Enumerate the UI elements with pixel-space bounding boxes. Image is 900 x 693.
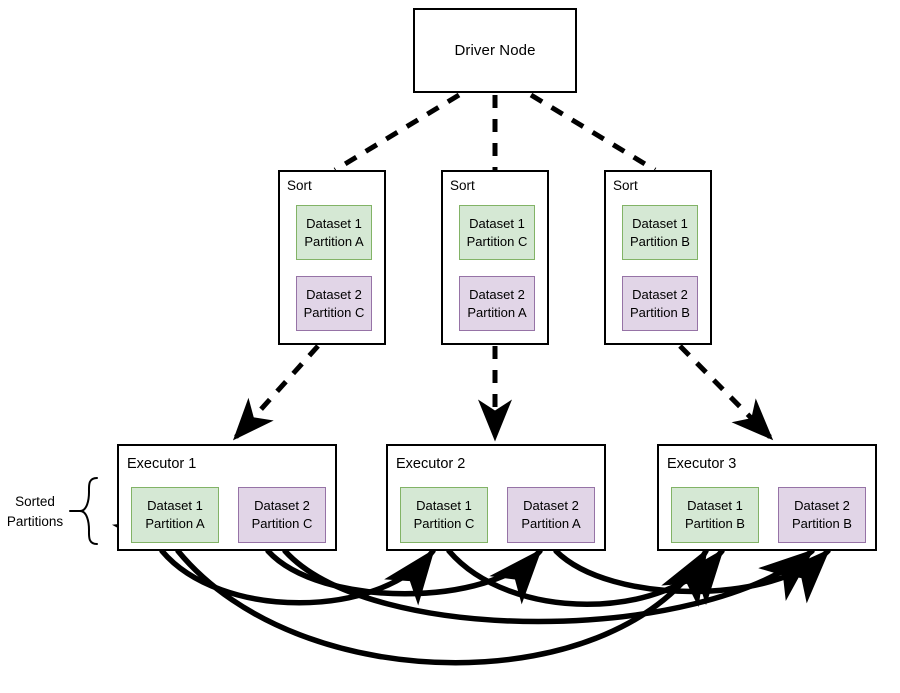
shuffle-curve-3 — [216, 497, 543, 605]
sort-node-1[interactable]: Sort Dataset 1 Partition A Dataset 2 Par… — [278, 170, 386, 345]
dataset-name: Dataset 2 — [306, 286, 362, 302]
shuffle-curve-2 — [128, 497, 709, 666]
partition-name: Partition B — [685, 516, 745, 531]
dataset-name: Dataset 2 — [523, 498, 579, 514]
partition-name: Partition B — [630, 233, 690, 249]
sorted-partitions-brace — [69, 477, 98, 545]
executor-node-1-partition-1[interactable]: Dataset 1 Partition A — [131, 487, 219, 543]
dataset-name: Dataset 2 — [254, 498, 310, 514]
sort-node-2[interactable]: Sort Dataset 1 Partition C Dataset 2 Par… — [441, 170, 549, 345]
sort-to-executor-edges — [232, 344, 774, 442]
partition-name: Partition C — [303, 304, 365, 320]
sort-node-1-title: Sort — [287, 178, 312, 193]
partition-name: Partition B — [792, 516, 852, 531]
sort-node-1-partition-2[interactable]: Dataset 2 Partition C — [296, 276, 372, 331]
dataset-name: Dataset 1 — [147, 498, 203, 514]
executor-node-3-title: Executor 3 — [667, 456, 737, 472]
shuffle-curve-4 — [233, 497, 815, 625]
sort-node-3[interactable]: Sort Dataset 1 Partition B Dataset 2 Par… — [604, 170, 712, 345]
partition-name: Partition A — [467, 304, 527, 320]
sort-node-2-partition-1[interactable]: Dataset 1 Partition C — [459, 205, 535, 260]
executor-node-2-title: Executor 2 — [396, 456, 466, 472]
dataset-name: Dataset 2 — [632, 286, 688, 302]
partition-name: Partition A — [304, 233, 364, 249]
shuffle-curve-edges — [111, 497, 831, 666]
driver-to-sort-edge-1 — [333, 92, 461, 173]
executor-node-2[interactable]: Executor 2 Dataset 1 Partition C Dataset… — [386, 444, 606, 551]
shuffle-curve-6 — [503, 498, 831, 604]
executor-node-2-partition-1[interactable]: Dataset 1 Partition C — [400, 487, 488, 543]
driver-to-sort-edges — [333, 92, 657, 173]
sort-to-executor-edge-1 — [232, 344, 320, 441]
sorted-partitions-label: Sorted Partitions — [6, 494, 64, 530]
driver-node-label: Driver Node — [454, 42, 536, 59]
partition-name: Partition C — [251, 516, 313, 531]
sort-node-2-title: Sort — [450, 178, 475, 193]
sort-node-3-partition-1[interactable]: Dataset 1 Partition B — [622, 205, 698, 260]
executor-node-3[interactable]: Executor 3 Dataset 1 Partition B Dataset… — [657, 444, 877, 551]
dataset-name: Dataset 1 — [306, 215, 362, 231]
dataset-name: Dataset 1 — [469, 215, 525, 231]
shuffle-curve-5 — [398, 497, 725, 607]
executor-node-2-partition-2[interactable]: Dataset 2 Partition A — [507, 487, 595, 543]
executor-node-1-partition-2[interactable]: Dataset 2 Partition C — [238, 487, 326, 543]
partition-name: Partition C — [466, 233, 528, 249]
shuffle-curve-1 — [111, 497, 436, 606]
sort-node-3-partition-2[interactable]: Dataset 2 Partition B — [622, 276, 698, 331]
executor-node-3-partition-1[interactable]: Dataset 1 Partition B — [671, 487, 759, 543]
driver-node[interactable]: Driver Node — [413, 8, 577, 93]
dataset-name: Dataset 2 — [794, 498, 850, 514]
dataset-name: Dataset 1 — [416, 498, 472, 514]
partition-name: Partition A — [521, 516, 581, 531]
partition-name: Partition A — [145, 516, 205, 531]
driver-to-sort-edge-3 — [529, 92, 657, 173]
sort-node-3-title: Sort — [613, 178, 638, 193]
sort-to-executor-edge-3 — [678, 344, 774, 441]
executor-node-1[interactable]: Executor 1 Dataset 1 Partition A Dataset… — [117, 444, 337, 551]
sort-node-1-partition-1[interactable]: Dataset 1 Partition A — [296, 205, 372, 260]
sort-node-2-partition-2[interactable]: Dataset 2 Partition A — [459, 276, 535, 331]
executor-node-1-title: Executor 1 — [127, 456, 197, 472]
partition-name: Partition C — [413, 516, 475, 531]
dataset-name: Dataset 1 — [632, 215, 688, 231]
dataset-name: Dataset 1 — [687, 498, 743, 514]
partition-name: Partition B — [630, 304, 690, 320]
dataset-name: Dataset 2 — [469, 286, 525, 302]
executor-node-3-partition-2[interactable]: Dataset 2 Partition B — [778, 487, 866, 543]
